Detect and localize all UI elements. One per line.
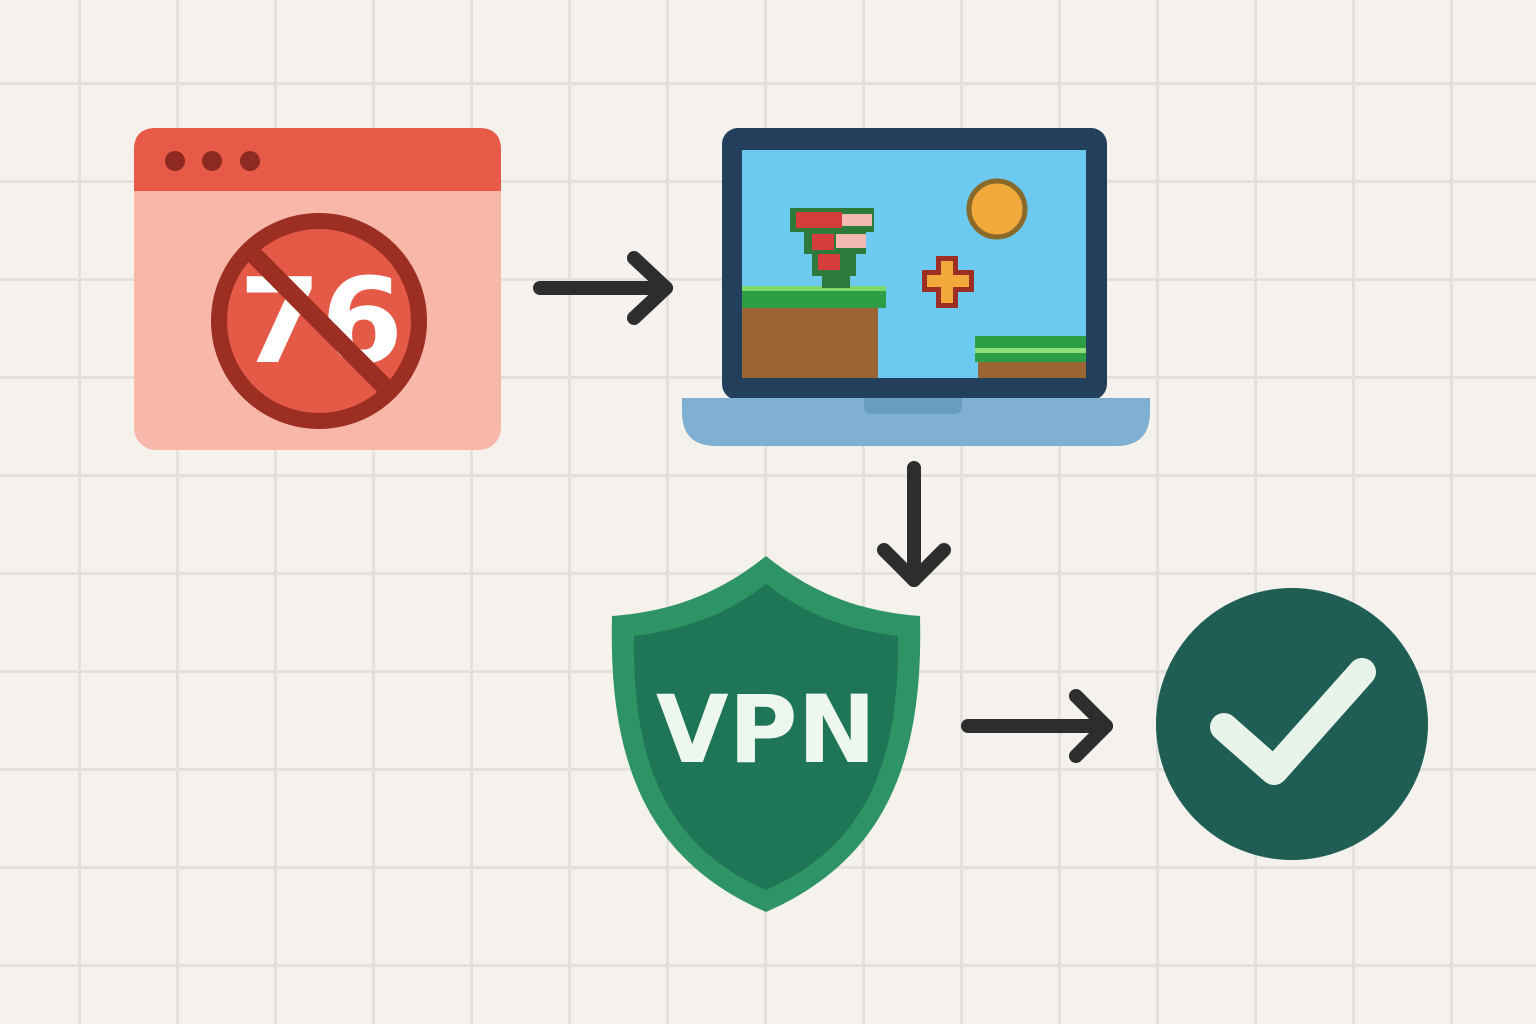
coin-icon [966,178,1028,240]
game-scene [742,178,1086,378]
blocked-browser-window: 76 [134,128,501,450]
arrow-down-icon [877,461,951,587]
arrow-right-icon [533,251,673,325]
check-circle-icon [1156,588,1428,860]
window-dot-icon [240,151,260,171]
grass-platform [742,286,886,308]
browser-title-bar [134,128,501,191]
window-dot-icon [202,151,222,171]
dirt-block [742,306,878,378]
laptop-base [682,398,1150,446]
laptop-touchpad-notch [864,398,962,414]
dirt-block [978,360,1086,378]
window-dot-icon [165,151,185,171]
laptop-with-game [682,128,1150,446]
vpn-label: VPN [656,676,876,785]
pixel-character [790,208,874,288]
arrow-right-icon [961,689,1113,763]
ban-icon: 76 [211,213,427,429]
vpn-shield-icon: VPN [611,556,921,912]
pixel-star-icon [922,256,974,308]
